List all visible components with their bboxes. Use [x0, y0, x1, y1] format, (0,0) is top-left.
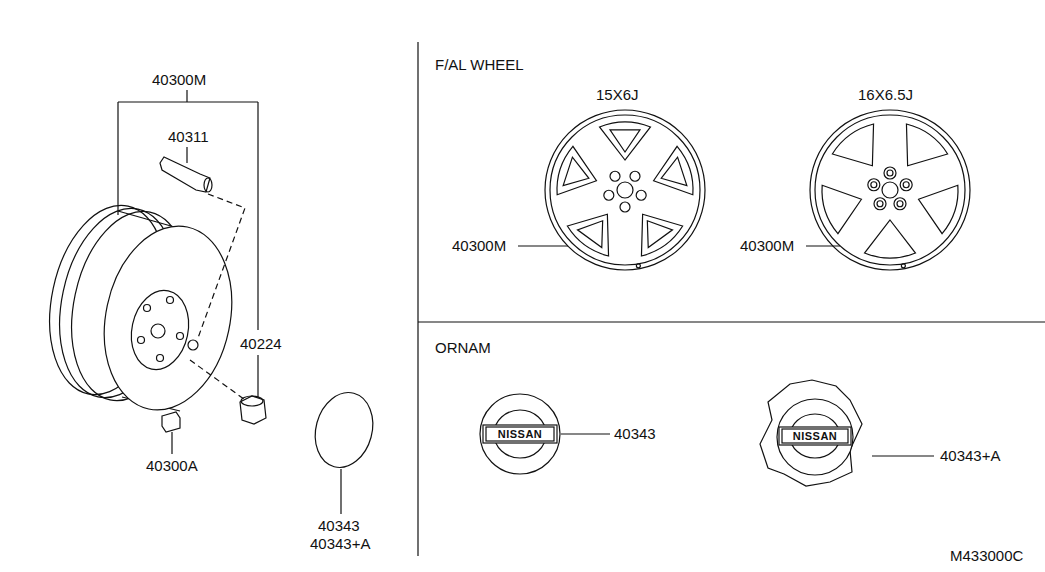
emblem-text: NISSAN	[793, 430, 838, 442]
callout-number: 40343+A	[310, 536, 370, 552]
figure-code: M433000C	[950, 548, 1023, 564]
callout-number: 40300M	[452, 238, 506, 254]
wheel-size: 15X6J	[596, 87, 639, 103]
callout-number: 40311	[168, 129, 209, 145]
callout-number: 40343	[318, 518, 360, 534]
callout-number: 40343+A	[940, 448, 1000, 464]
emblem-text: NISSAN	[498, 428, 543, 440]
section-title: F/AL WHEEL	[435, 57, 524, 73]
wheel-size: 16X6.5J	[858, 87, 913, 103]
callout-number: 40224	[240, 336, 282, 352]
callout-number: 40300A	[146, 458, 198, 474]
callout-number: 40300M	[152, 72, 206, 88]
callout-number: 40300M	[740, 238, 794, 254]
section-title: ORNAM	[435, 340, 491, 356]
callout-number: 40343	[614, 426, 656, 442]
